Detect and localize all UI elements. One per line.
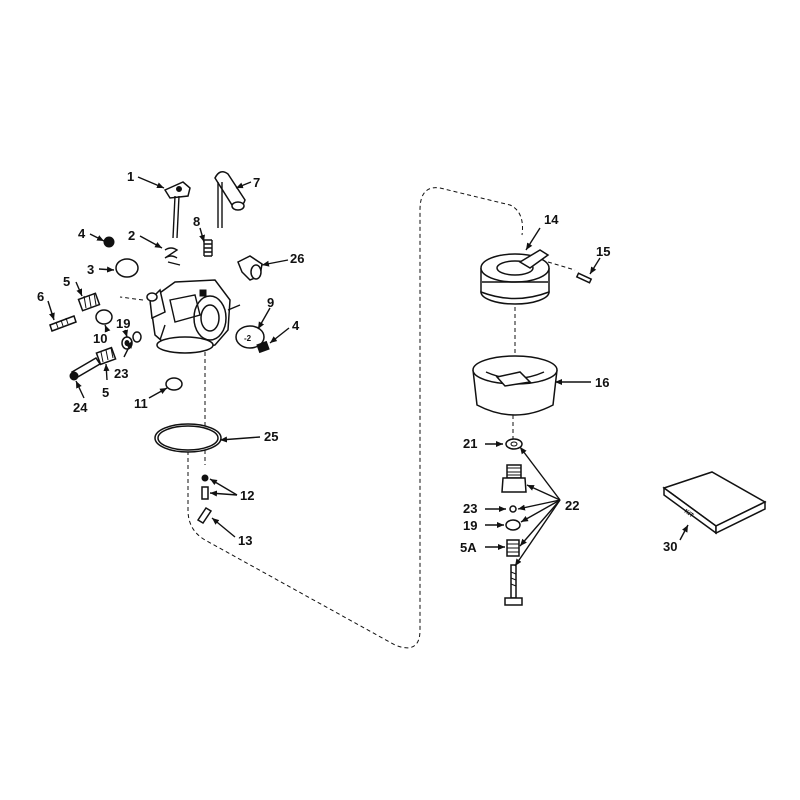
part-11-cup [165, 377, 183, 391]
part-25-gasket [154, 423, 222, 453]
part-22-nut [501, 464, 527, 493]
part-26-fitting [237, 255, 263, 281]
part-12-components [201, 474, 209, 500]
label-13: 13 [238, 533, 252, 548]
part-9-plate: -2 [235, 325, 265, 349]
float-bowl-axis-dash [512, 300, 516, 440]
label-19-bowl: 19 [463, 518, 477, 533]
part-8-spring [203, 239, 213, 257]
label-6: 6 [37, 289, 44, 304]
pin-15-axis-dash [547, 261, 576, 271]
label-16: 16 [595, 375, 609, 390]
part-5A-spring [506, 539, 520, 557]
part-10-oring [95, 309, 113, 325]
part-24-needle [69, 356, 102, 381]
label-5-lower: 5 [102, 385, 109, 400]
part-5-spring-lower [95, 346, 117, 366]
part-16-bowl [472, 355, 558, 416]
label-12: 12 [240, 488, 254, 503]
part-labels: 1 2 3 4 5 6 7 8 26 9 4 10 19 23 5 24 11 … [37, 169, 677, 555]
kit-package-text: KIT [683, 509, 695, 520]
label-4-right: 4 [292, 318, 300, 333]
label-10: 10 [93, 331, 107, 346]
label-9: 9 [267, 295, 274, 310]
label-19: 19 [116, 316, 130, 331]
label-11: 11 [134, 396, 148, 411]
part-4-nut-left [103, 236, 115, 248]
label-26: 26 [290, 251, 304, 266]
part-6-screw [49, 315, 77, 332]
label-22: 22 [565, 498, 579, 513]
label-3: 3 [87, 262, 94, 277]
label-30: 30 [663, 539, 677, 554]
label-5A: 5A [460, 540, 477, 555]
label-5: 5 [63, 274, 70, 289]
part-23-small-washer [509, 505, 517, 513]
carburetor-body [146, 279, 241, 354]
label-2: 2 [128, 228, 135, 243]
part-14-float [480, 249, 550, 305]
label-21: 21 [463, 436, 477, 451]
part-15-pin [575, 272, 593, 284]
label-4: 4 [78, 226, 86, 241]
part-3-plate [115, 258, 139, 278]
part-1-throttle-shaft [163, 181, 191, 239]
part-19-washer-bowl [505, 519, 521, 531]
label-23: 23 [114, 366, 128, 381]
assembly-dashed-path [119, 187, 523, 649]
label-24: 24 [73, 400, 88, 415]
part-5-spring-upper [77, 292, 101, 312]
label-8: 8 [193, 214, 200, 229]
part-7-choke-shaft [214, 171, 246, 228]
part-21-washer [505, 438, 523, 450]
part-4-screw-right [256, 340, 270, 354]
label-25: 25 [264, 429, 278, 444]
part-13-pin [196, 506, 213, 525]
leader-lines [47, 176, 689, 567]
label-15: 15 [596, 244, 610, 259]
part-22-bolt [504, 564, 523, 606]
label-14: 14 [544, 212, 559, 227]
label-1: 1 [127, 169, 134, 184]
part-2-spring [164, 247, 181, 266]
part-23-oring [132, 331, 142, 343]
part-30-kit-package: KIT [662, 471, 767, 535]
label-23-bowl: 23 [463, 501, 477, 516]
svg-text:-2: -2 [244, 334, 252, 343]
label-7: 7 [253, 175, 260, 190]
